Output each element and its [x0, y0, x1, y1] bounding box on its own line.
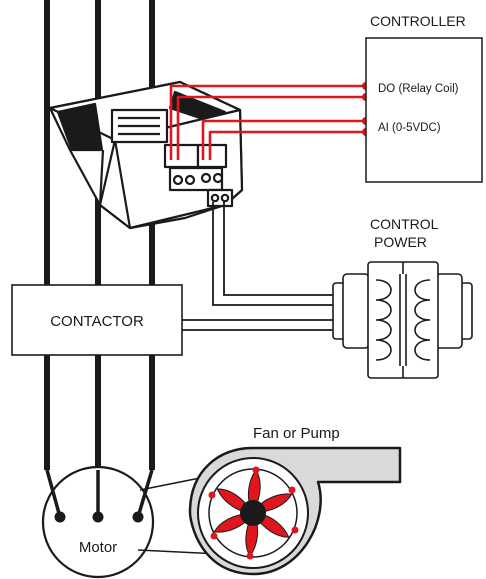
transformer: [332, 261, 473, 379]
controller-box: [365, 37, 483, 183]
screw-3: [200, 172, 212, 184]
sensor-ridge-2: [113, 139, 132, 229]
blade-tip-3: [291, 526, 299, 534]
motor-terminal-2: [92, 511, 104, 523]
fan-pump: Fan or Pump: [188, 425, 402, 576]
signal-wires: [169, 84, 363, 160]
screw-2: [184, 174, 196, 186]
blade-tip-2: [288, 486, 296, 494]
transformer-flange-right: [435, 273, 463, 349]
ai-wire-2: [208, 130, 363, 160]
transformer-flange-left: [342, 273, 370, 349]
screw-4: [212, 172, 224, 184]
control-power-label-line2: POWER: [374, 234, 427, 250]
motor-terminal-1: [54, 511, 66, 523]
blade-tip-6: [208, 491, 216, 499]
control-power-wiring: [182, 202, 338, 331]
motor-lead-1: [45, 469, 62, 518]
controller-label: CONTROLLER: [370, 13, 466, 29]
do-wire-1: [169, 84, 363, 160]
power-wire-b: [223, 202, 338, 296]
fan-blade-tips: [208, 466, 299, 560]
do-relay-coil-label: DO (Relay Coil): [378, 83, 459, 95]
contactor-label: CONTACTOR: [50, 313, 144, 330]
fan-hub: [240, 500, 266, 526]
motor-terminal-3: [132, 511, 144, 523]
power-lines: [44, 0, 155, 470]
motor-label: Motor: [79, 539, 117, 556]
sensor-jaw-left: [56, 102, 104, 152]
sensor-ridge-1: [98, 149, 105, 206]
fan-or-pump-label: Fan or Pump: [253, 425, 340, 442]
blade-tip-1: [252, 466, 260, 474]
ai-wire-1: [201, 119, 363, 160]
do-wire-2: [176, 95, 363, 160]
power-screw-1: [210, 193, 220, 203]
motor: Motor: [41, 465, 155, 579]
secondary-winding: [414, 279, 431, 361]
control-power-label-line1: CONTROL: [370, 216, 439, 232]
ai-range-label: AI (0-5VDC): [378, 122, 441, 134]
current-sensor: [48, 80, 244, 230]
primary-winding: [375, 279, 392, 361]
blade-tip-5: [210, 532, 218, 540]
contactor-box: [11, 284, 183, 356]
power-screw-2: [220, 193, 230, 203]
blade-tip-4: [246, 552, 254, 560]
screw-1: [172, 174, 184, 186]
power-wire-a: [212, 202, 338, 306]
motor-lead-3: [136, 469, 154, 518]
